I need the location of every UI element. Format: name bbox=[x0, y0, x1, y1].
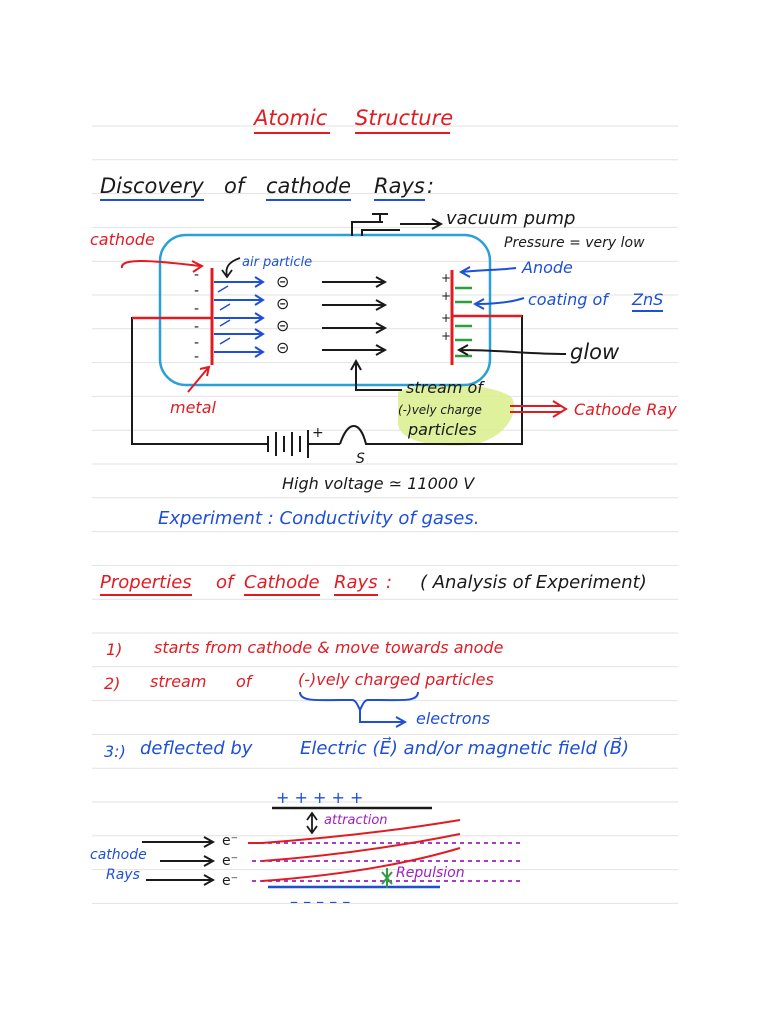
electron-label-1: e⁻ bbox=[222, 833, 239, 849]
electron-1: ⊝ bbox=[276, 272, 290, 291]
discharge-tube bbox=[158, 233, 492, 387]
plate-plus-signs: + + + + + bbox=[276, 788, 364, 807]
properties-word-2: of bbox=[216, 572, 234, 593]
item2-of: of bbox=[236, 672, 252, 691]
title-word-1: Atomic bbox=[254, 106, 328, 130]
label-stream-1: stream of bbox=[406, 378, 483, 397]
anode-plus-4: + bbox=[441, 329, 452, 343]
electrons-arrow bbox=[359, 710, 408, 728]
battery-symbol bbox=[258, 430, 340, 458]
title-word-2: Structure bbox=[355, 106, 454, 130]
anode-pointer bbox=[458, 266, 517, 278]
electron-label-3: e⁻ bbox=[222, 873, 239, 889]
heading-discovery: Discovery bbox=[100, 176, 204, 201]
item2-stream: stream bbox=[150, 672, 207, 691]
label-vacuum-pump: vacuum pump bbox=[446, 208, 576, 229]
item3-number: 3:) bbox=[104, 742, 126, 761]
heading-rays: Rays bbox=[374, 176, 425, 201]
ray-arrows-blue bbox=[214, 276, 265, 358]
cathode-minus-4: - bbox=[194, 319, 200, 335]
glow-pointer bbox=[456, 344, 567, 356]
label-metal: metal bbox=[170, 398, 216, 417]
label-stream-2: (-)vely charge bbox=[398, 403, 482, 417]
cathode-minus-3: - bbox=[194, 301, 200, 317]
heading-of: of bbox=[224, 174, 245, 198]
cathode-minus-6: - bbox=[194, 349, 200, 365]
pump-arrow bbox=[400, 218, 444, 230]
label-deflection-cathode: cathode bbox=[90, 847, 147, 863]
label-pressure: Pressure = very low bbox=[504, 235, 645, 251]
label-zns: ZnS bbox=[632, 292, 664, 312]
cathode-pointer bbox=[121, 260, 204, 273]
item1-number: 1) bbox=[106, 640, 123, 659]
zns-coating bbox=[455, 286, 472, 358]
label-attraction: attraction bbox=[324, 813, 388, 828]
electron-2: ⊝ bbox=[276, 294, 290, 313]
deflected-paths bbox=[248, 819, 461, 882]
label-cathode-ray: Cathode Ray bbox=[574, 400, 677, 419]
cathode-ray-arrow bbox=[510, 400, 568, 418]
electron-3: ⊝ bbox=[276, 316, 290, 335]
label-air-particle: air particle bbox=[242, 255, 313, 270]
properties-word-1: Properties bbox=[100, 574, 192, 596]
coating-pointer bbox=[472, 297, 525, 310]
attraction-arrow bbox=[306, 811, 318, 835]
electron-4: ⊝ bbox=[276, 338, 290, 357]
pump-valve bbox=[372, 213, 388, 222]
switch-symbol bbox=[339, 425, 374, 445]
label-coating: coating of bbox=[528, 290, 608, 309]
anode-plus-1: + bbox=[441, 271, 452, 285]
label-repulsion: Repulsion bbox=[396, 865, 465, 881]
incoming-rays bbox=[142, 836, 216, 886]
properties-colon: : bbox=[386, 572, 393, 593]
label-glow: glow bbox=[570, 340, 620, 364]
label-switch: S bbox=[356, 451, 365, 467]
label-anode: Anode bbox=[522, 258, 573, 277]
metal-pointer bbox=[187, 365, 211, 393]
heading-cathode: cathode bbox=[266, 176, 352, 201]
experiment-line: Experiment : Conductivity of gases. bbox=[158, 508, 480, 529]
item2-particles: (-)vely charged particles bbox=[298, 670, 494, 689]
label-electrons: electrons bbox=[416, 709, 491, 728]
air-particle-hatches bbox=[217, 285, 231, 345]
ray-arrows-black bbox=[322, 276, 388, 356]
cathode-minus-5: - bbox=[194, 335, 200, 351]
stream-pointer bbox=[350, 358, 402, 391]
plate-minus-signs: – – – – – bbox=[290, 892, 351, 911]
label-cathode: cathode bbox=[90, 230, 155, 249]
label-deflection-rays: Rays bbox=[106, 867, 140, 883]
high-voltage: High voltage ≃ 11000 V bbox=[282, 474, 475, 493]
label-battery-plus: + bbox=[312, 425, 324, 441]
electron-label-2: e⁻ bbox=[222, 853, 239, 869]
item3-fields: Electric (E⃗) and/or magnetic field (B⃗) bbox=[300, 738, 630, 759]
item3-deflected: deflected by bbox=[140, 738, 253, 759]
cathode-minus-2: - bbox=[194, 283, 200, 299]
item2-number: 2) bbox=[104, 674, 121, 693]
anode-plus-3: + bbox=[441, 311, 452, 325]
cathode-minus-1: - bbox=[194, 267, 200, 283]
pump-pipe bbox=[351, 221, 400, 236]
repulsion-mark bbox=[381, 868, 393, 888]
properties-word-4: Rays bbox=[334, 574, 378, 596]
highlight-blob bbox=[397, 384, 515, 446]
properties-analysis: ( Analysis of Experiment) bbox=[420, 572, 647, 593]
label-stream-3: particles bbox=[408, 420, 477, 439]
properties-word-3: Cathode bbox=[244, 574, 320, 596]
anode-plus-2: + bbox=[441, 289, 452, 303]
air-particle-pointer bbox=[221, 257, 241, 279]
item1-text: starts from cathode & move towards anode bbox=[154, 638, 504, 657]
heading-colon: : bbox=[427, 174, 435, 198]
